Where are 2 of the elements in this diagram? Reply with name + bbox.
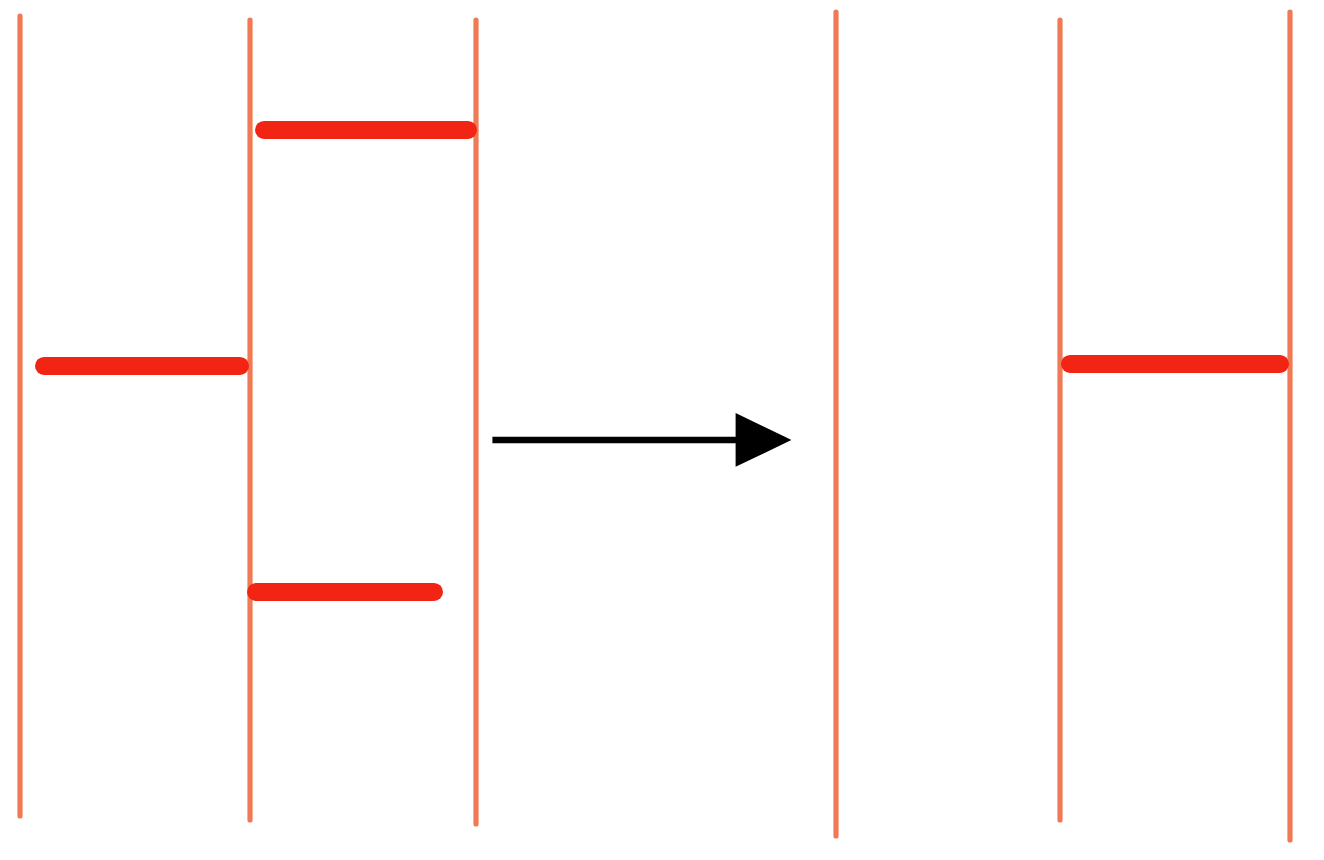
ladder-drawing [17, 13, 479, 827]
ladder-drawing [833, 9, 1293, 843]
